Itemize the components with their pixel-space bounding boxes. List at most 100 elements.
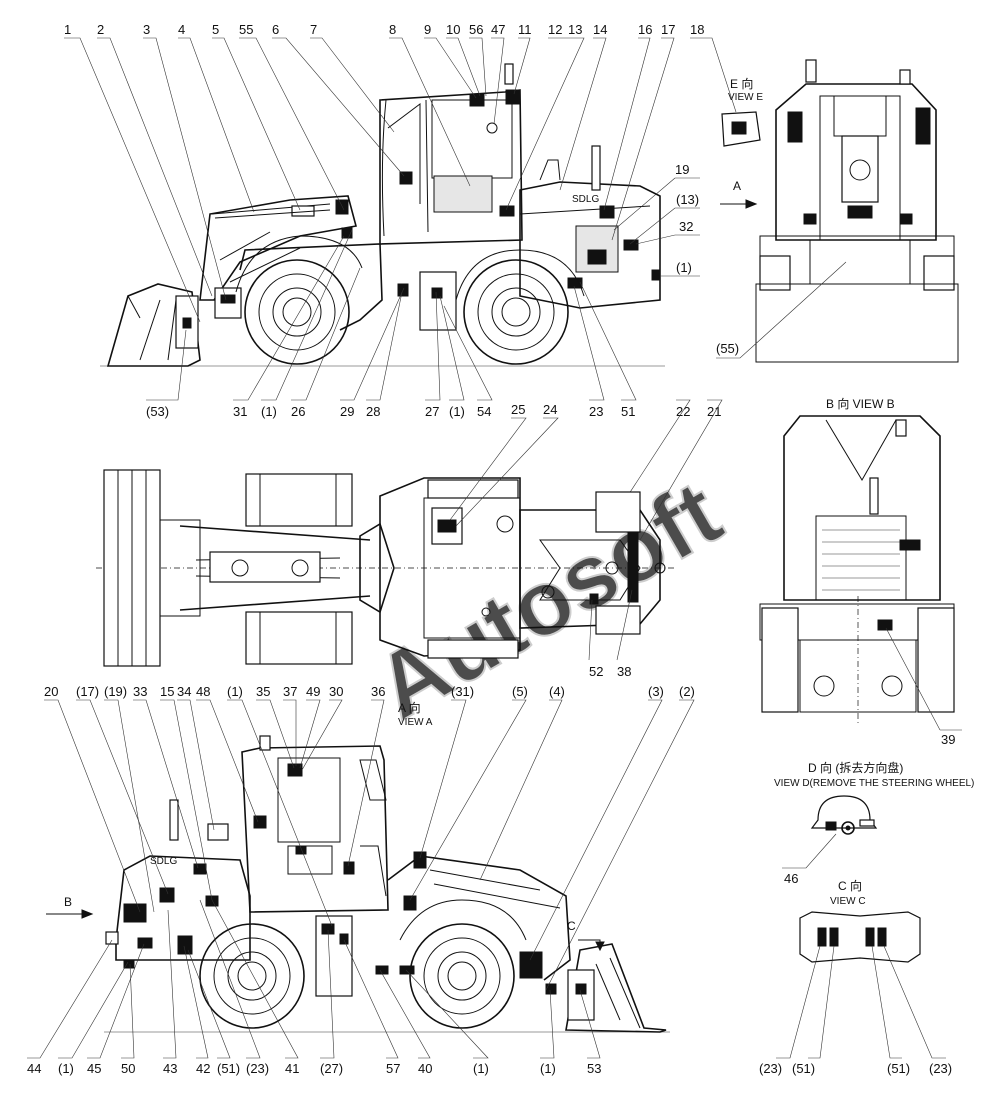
view-b-arrow-label: B [64,895,72,909]
callout-4: 4 [178,22,185,37]
view-b-label: B 向 VIEW B [826,396,895,411]
callout-37: 37 [283,684,297,699]
view-a-arrow-label: A [733,179,741,193]
leaders-bottom-row [146,229,723,541]
callout-20: 20 [44,684,58,699]
callout-24: 24 [543,402,557,417]
callout-27b: (27) [320,1061,343,1076]
callout-40: 40 [418,1061,432,1076]
callout-57: 57 [386,1061,400,1076]
callout-10: 10 [446,22,460,37]
view-e-label-en: VIEW E [728,92,763,103]
side-view-top: SDLG [100,63,665,367]
callout-41: 41 [285,1061,299,1076]
callout-45: 45 [87,1061,101,1076]
callout-2b: (2) [679,684,695,699]
callout-55-view-e: (55) [716,341,739,356]
callout-3b: (3) [648,684,664,699]
callout-19b: (19) [104,684,127,699]
view-a-side: A 向 VIEW A B SDLG [46,700,670,1033]
view-c-label-en: VIEW C [830,896,866,907]
callout-23c: (23) [759,1061,782,1076]
callout-12: 12 [548,22,562,37]
view-a-label-cn: A 向 [398,700,421,715]
callout-13b: (13) [676,192,699,207]
callouts-side-right: 19 (13) 32 (1) [613,162,700,277]
callout-15: 15 [160,684,174,699]
callout-50: 50 [121,1061,135,1076]
callout-13: 13 [568,22,582,37]
callout-19: 19 [675,162,689,177]
callout-48: 48 [196,684,210,699]
callout-36: 36 [371,684,385,699]
brand-label-top: SDLG [572,194,599,205]
brand-label-bottom: SDLG [150,856,177,867]
callout-26: 26 [291,404,305,419]
callout-4b: (4) [549,684,565,699]
callout-23: 23 [589,404,603,419]
callout-1-a2: (1) [58,1061,74,1076]
callouts-plan-view: 25 24 52 38 [449,402,633,679]
callout-1-a4: (1) [540,1061,556,1076]
callout-1-a3: (1) [473,1061,489,1076]
callout-28: 28 [366,404,380,419]
callouts-view-d: 46 [782,833,837,886]
callout-14: 14 [593,22,607,37]
callout-54: 54 [477,404,491,419]
callouts-view-e: (55) [716,261,847,359]
callout-51c: (51) [792,1061,815,1076]
callout-56: 56 [469,22,483,37]
callout-35: 35 [256,684,270,699]
callout-21: 21 [707,404,721,419]
leaders-view-a-top [44,699,695,991]
view-a-label-en: VIEW A [398,717,433,728]
view-c: C 向 VIEW C [799,878,921,963]
callout-52: 52 [589,664,603,679]
callout-1-b2: (1) [449,404,465,419]
callout-3: 3 [143,22,150,37]
callout-23b: (23) [246,1061,269,1076]
callout-22: 22 [676,404,690,419]
callout-42: 42 [196,1061,210,1076]
view-d-label-en: VIEW D(REMOVE THE STEERING WHEEL) [774,778,974,789]
callout-30: 30 [329,684,343,699]
callout-8: 8 [389,22,396,37]
leaders-view-a-bottom [27,899,601,1059]
callout-44: 44 [27,1061,41,1076]
callout-2: 2 [97,22,104,37]
view-d: D 向 (拆去方向盘) VIEW D(REMOVE THE STEERING W… [774,760,974,835]
callout-51d: (51) [887,1061,910,1076]
callout-43: 43 [163,1061,177,1076]
callout-17: 17 [661,22,675,37]
callout-6: 6 [272,22,279,37]
view-c-label-cn: C 向 [838,878,862,893]
callouts-view-b: 39 [885,627,962,747]
callout-1: 1 [64,22,71,37]
callout-31: 31 [233,404,247,419]
view-e-label-cn: E 向 [730,76,753,91]
plan-view [96,469,676,667]
callout-53-a: 53 [587,1061,601,1076]
callout-46: 46 [784,871,798,886]
callout-5: 5 [212,22,219,37]
leaders-top-row [64,37,737,323]
callout-38: 38 [617,664,631,679]
callout-29: 29 [340,404,354,419]
callouts-view-a-top: 20 (17) (19) 33 15 34 48 (1) 35 37 49 30… [44,684,695,699]
callout-17b: (17) [76,684,99,699]
callout-53-top: (53) [146,404,169,419]
view-d-label-cn: D 向 (拆去方向盘) [808,760,903,775]
callout-9: 9 [424,22,431,37]
callout-47: 47 [491,22,505,37]
callout-1-a1: (1) [227,684,243,699]
callouts-top-row: 1 2 3 4 5 55 6 7 8 9 10 56 47 11 12 13 1… [64,22,704,37]
callout-49: 49 [306,684,320,699]
callouts-bottom-row: (53) 31 (1) 26 29 28 27 (1) 54 23 51 22 … [146,404,721,419]
callout-7: 7 [310,22,317,37]
callout-16: 16 [638,22,652,37]
callout-51: 51 [621,404,635,419]
callouts-view-c: (23) (51) (51) (23) [759,945,952,1076]
callout-5b: (5) [512,684,528,699]
callout-27: 27 [425,404,439,419]
